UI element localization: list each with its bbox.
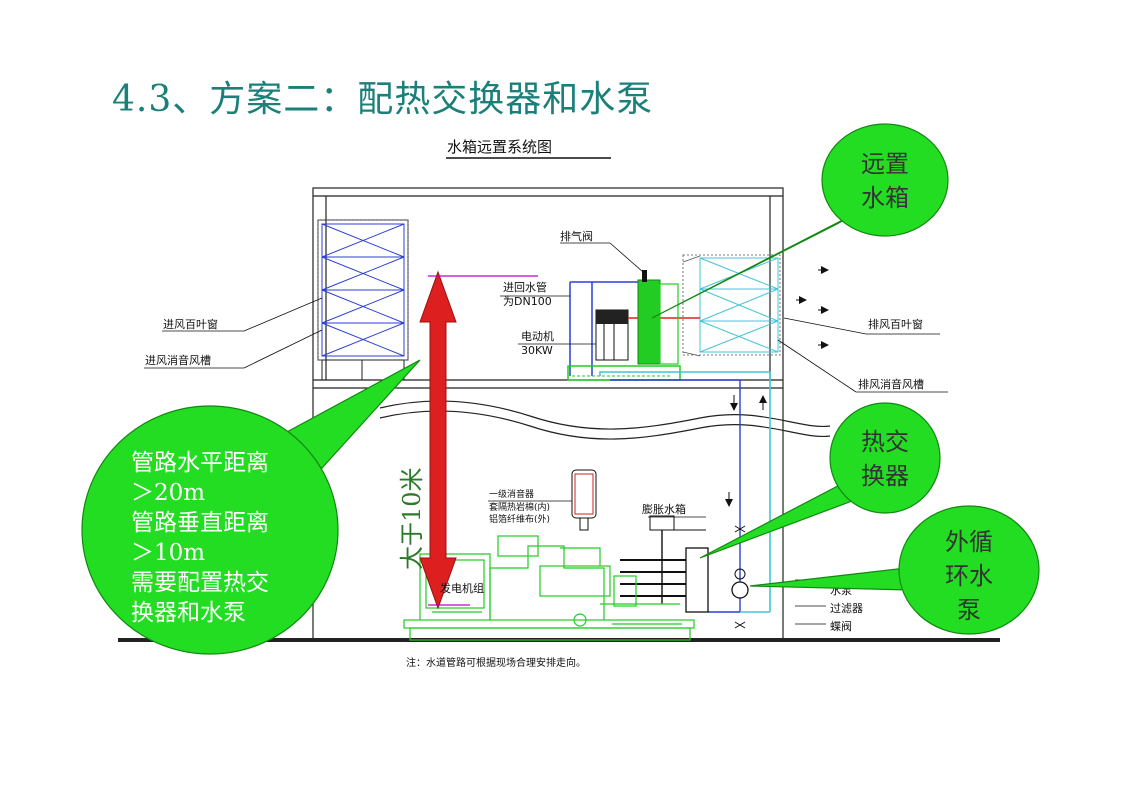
intake-louver-unit xyxy=(317,219,409,381)
callout-req-line3: 管路垂直距离 xyxy=(131,510,269,536)
label-muffler-1: 一级消音器 xyxy=(489,488,534,500)
diagram-caption: 水箱远置系统图 xyxy=(447,138,552,156)
vertical-height-arrow xyxy=(419,270,538,610)
callout-req-line6: 换器和水泵 xyxy=(131,600,246,626)
label-muffler-3: 铝箔纤维布(外) xyxy=(489,513,550,525)
callout-heat-exchanger-line2: 换器 xyxy=(861,462,909,490)
circulation-pump xyxy=(731,525,826,629)
label-exhaust-silencer: 排风消音风槽 xyxy=(858,377,924,391)
remote-tank-assembly xyxy=(567,270,700,381)
page-title: 4.3、方案二：配热交换器和水泵 xyxy=(112,79,654,120)
callout-req-line1: 管路水平距离 xyxy=(131,450,269,476)
generator-set xyxy=(403,535,695,641)
callout-remote-tank: 远置 水箱 xyxy=(651,123,949,319)
label-filter: 过滤器 xyxy=(830,602,863,615)
label-intake-silencer: 进风消音风槽 xyxy=(145,353,211,367)
label-exhaust-louver: 排风百叶窗 xyxy=(868,317,923,331)
label-expansion-tank: 膨胀水箱 xyxy=(642,502,686,516)
label-exhaust-valve: 排气阀 xyxy=(560,229,593,243)
callout-heat-exchanger: 热交 换器 xyxy=(699,402,941,559)
height-label: 大于10米 xyxy=(398,467,426,570)
label-motor: 电动机 xyxy=(521,329,554,343)
expansion-tank xyxy=(649,515,706,604)
callout-circulation-pump: 外循 环水 泵 xyxy=(749,505,1040,635)
callout-remote-tank-line2: 水箱 xyxy=(861,184,909,212)
label-leaders xyxy=(144,242,948,518)
diagram-note: 注：水道管路可根据现场合理安排走向。 xyxy=(406,656,586,669)
water-pipes xyxy=(599,371,771,613)
callout-requirements: 管路水平距离 ＞20m 管路垂直距离 ＞10m 需要配置热交 换器和水泵 xyxy=(81,359,421,655)
callout-heat-exchanger-line1: 热交 xyxy=(861,428,909,456)
label-inlet-return-pipe: 进回水管 xyxy=(503,280,547,294)
label-valve: 蝶阀 xyxy=(830,619,852,633)
label-intake-louver: 进风百叶窗 xyxy=(163,317,218,331)
callout-req-line5: 需要配置热交 xyxy=(131,570,269,596)
label-pipe-spec: 为DN100 xyxy=(503,295,552,308)
muffler xyxy=(571,469,597,531)
callout-remote-tank-line1: 远置 xyxy=(861,150,909,178)
callout-circulation-pump-line1: 外循 xyxy=(945,528,993,556)
label-genset: 发电机组 xyxy=(440,581,484,595)
callout-circulation-pump-line2: 环水 xyxy=(945,562,993,590)
callout-circulation-pump-line3: 泵 xyxy=(957,596,981,624)
exhaust-louver-unit xyxy=(682,254,829,357)
callout-req-line2: ＞20m xyxy=(131,480,205,506)
heat-exchanger xyxy=(620,547,709,613)
label-muffler-2: 套隔热岩棉(内) xyxy=(489,501,550,513)
label-motor-power: 30KW xyxy=(521,344,553,357)
callout-req-line4: ＞10m xyxy=(131,540,205,566)
